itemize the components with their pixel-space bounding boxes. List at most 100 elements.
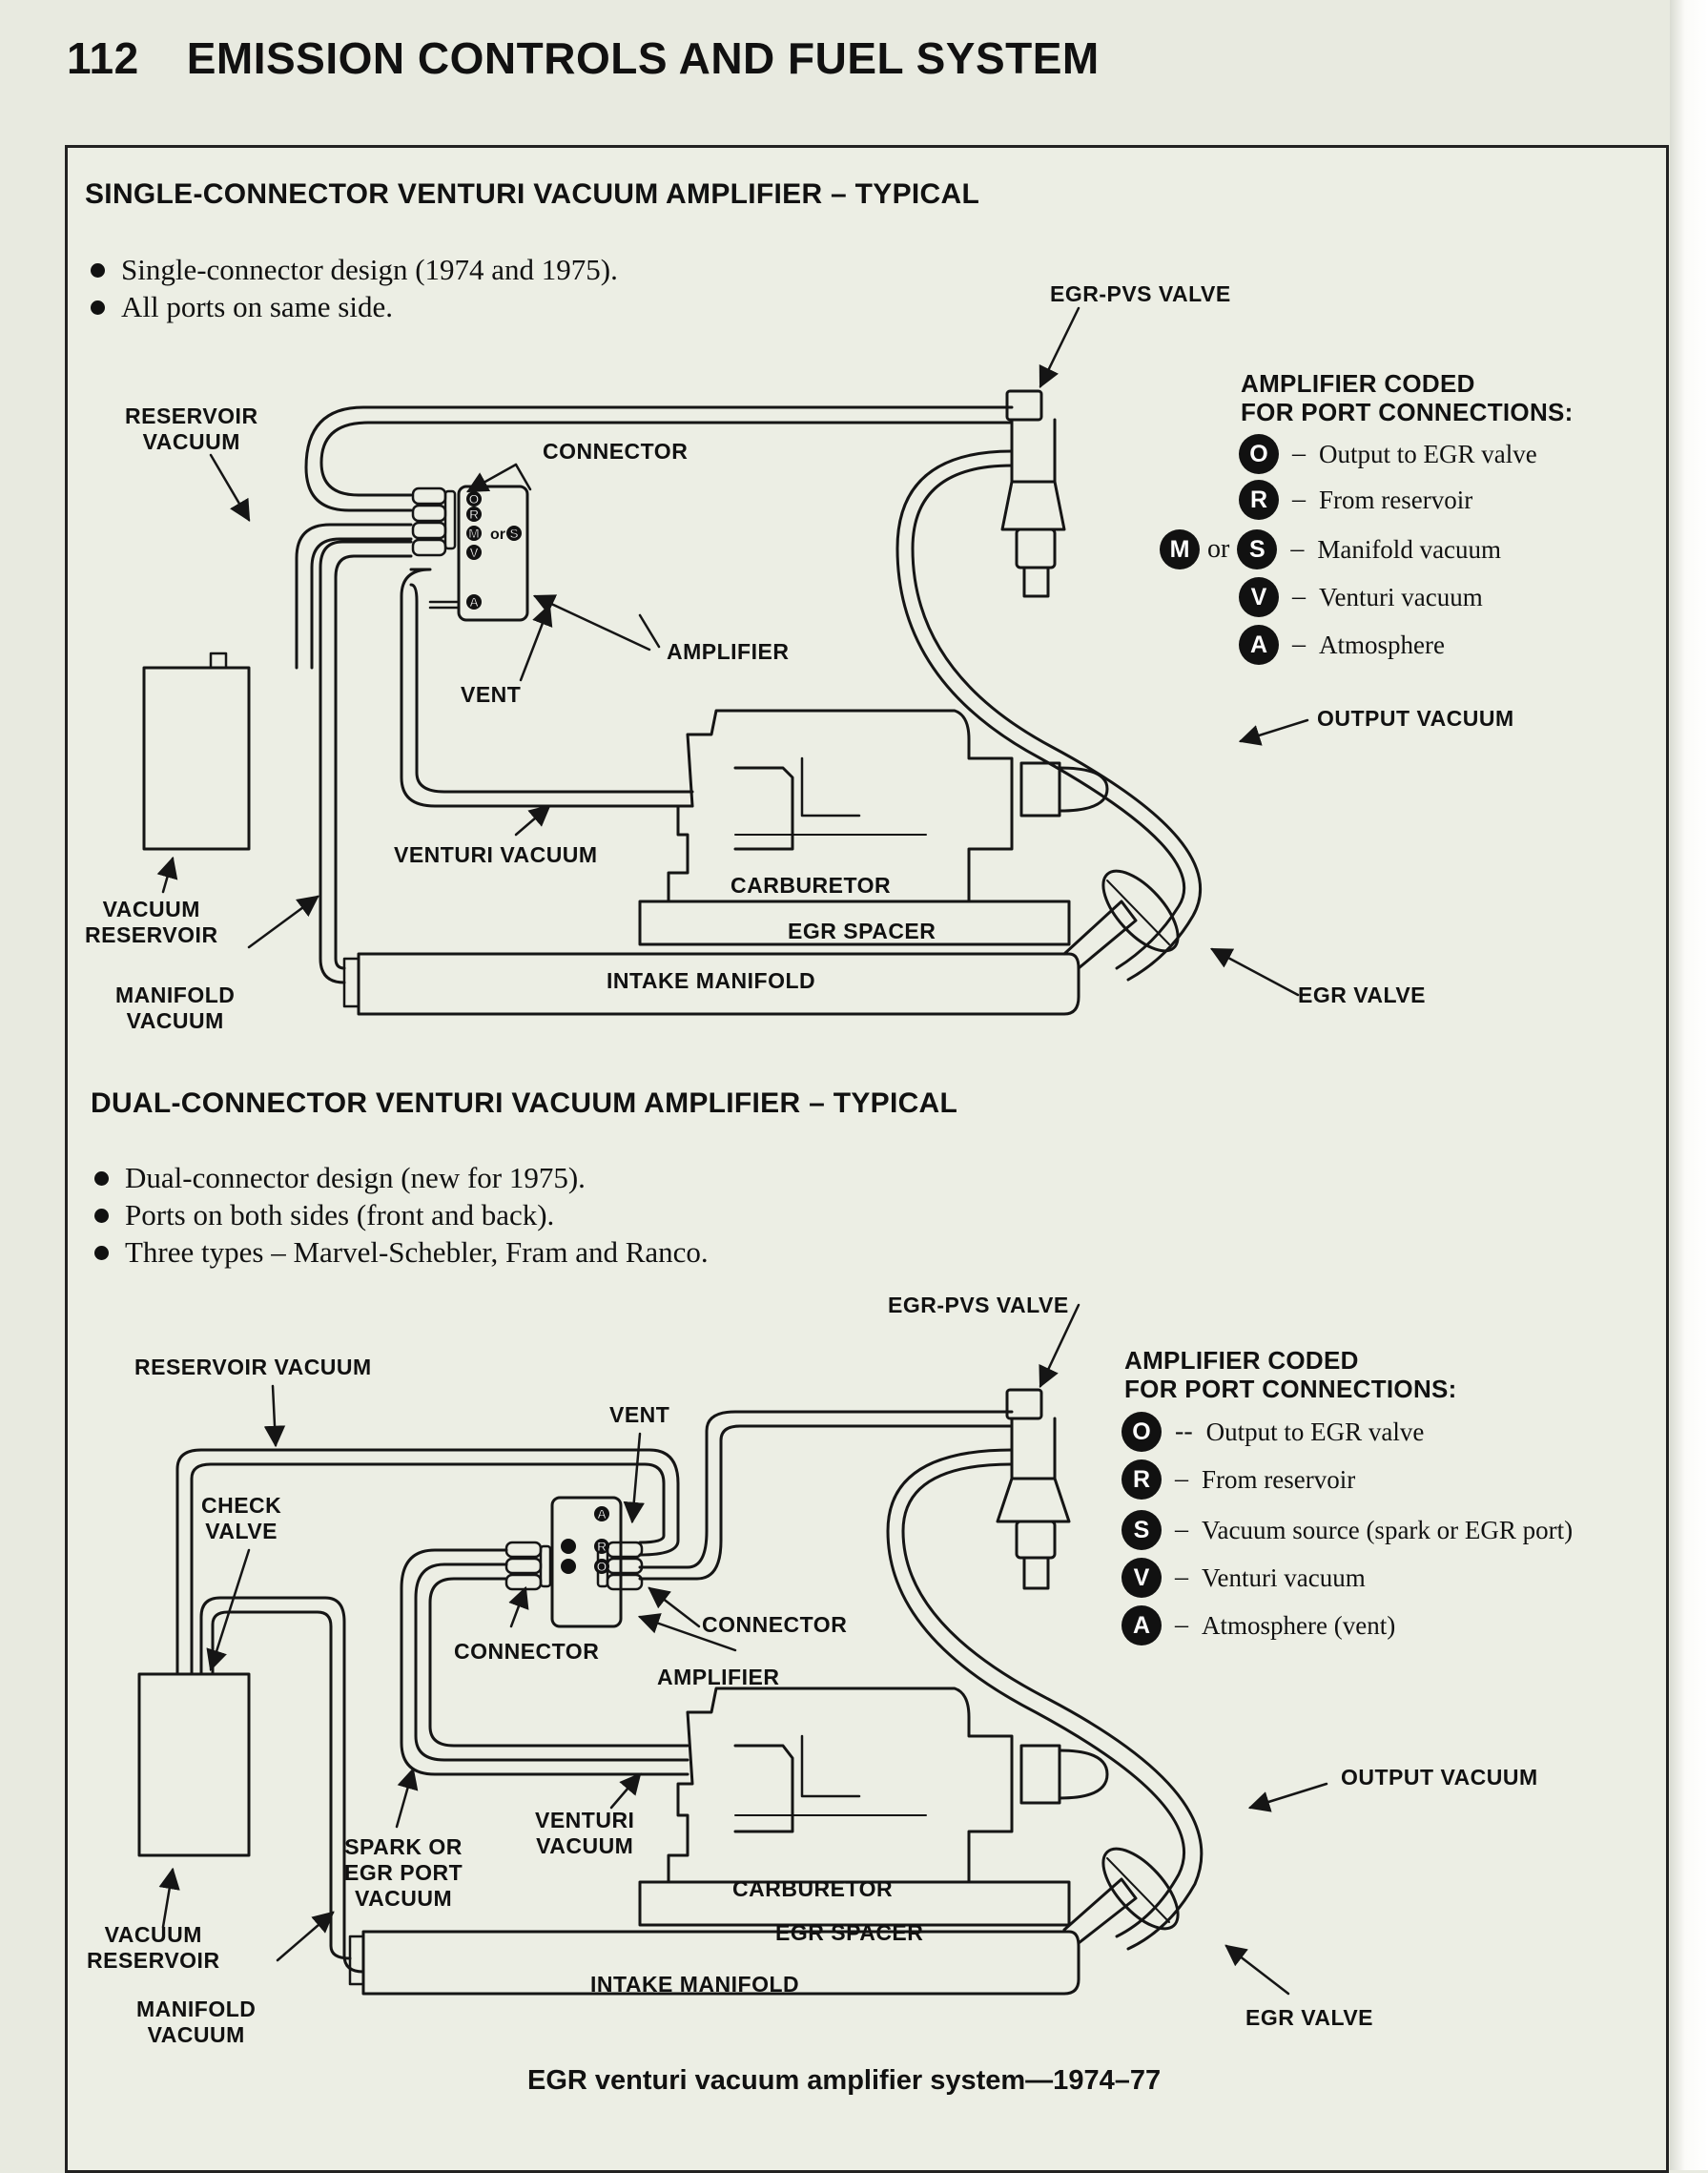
top-label-output-vacuum: OUTPUT VACUUM (1317, 706, 1514, 731)
top-egr-valve (1062, 869, 1180, 970)
page-header: 112 EMISSION CONTROLS AND FUEL SYSTEM (67, 32, 1100, 84)
legend-code-badge: V (1122, 1558, 1162, 1598)
top-connector (411, 486, 457, 557)
chapter-title: EMISSION CONTROLS AND FUEL SYSTEM (186, 33, 1100, 83)
legend-text: Atmosphere (1319, 630, 1445, 659)
legend-code-badge: M (1160, 529, 1200, 569)
bottom-label-egr-valve: EGR VALVE (1245, 2005, 1373, 2030)
top-section-title: SINGLE-CONNECTOR VENTURI VACUUM AMPLIFIE… (85, 178, 980, 210)
top-callouts (156, 306, 1309, 997)
bottom-amplifier-ports (561, 1506, 609, 1574)
top-label-egr-spacer: EGR SPACER (788, 919, 936, 943)
bottom-legend-row-v: V–Venturi vacuum (1122, 1558, 1366, 1598)
bottom-bullet-1: Dual-connector design (new for 1975). (93, 1159, 709, 1196)
legend-text: From reservoir (1202, 1464, 1356, 1494)
bottom-legend-row-o: O -- Output to EGR valve (1122, 1412, 1424, 1452)
top-label-amplifier: AMPLIFIER (667, 639, 790, 664)
bottom-label-connector-left: CONNECTOR (454, 1639, 600, 1664)
top-label-carburetor: CARBURETOR (731, 873, 892, 898)
bottom-label-vacuum-reservoir: VACUUM RESERVOIR (87, 1922, 220, 1973)
bottom-bullets: Dual-connector design (new for 1975). Po… (93, 1159, 709, 1271)
legend-code-badge: S (1237, 529, 1278, 569)
top-air-cleaner (1019, 761, 1109, 817)
top-label-vent: VENT (461, 682, 522, 707)
legend-text: Vacuum source (spark or EGR port) (1202, 1515, 1574, 1544)
amplifier-port-letter: O (469, 491, 480, 507)
bottom-hoses (175, 1410, 1204, 1974)
bottom-diagram (137, 1303, 1328, 1996)
bottom-callouts (158, 1303, 1328, 1996)
legend-text: Atmosphere (vent) (1202, 1610, 1396, 1640)
bottom-label-intake-manifold: INTAKE MANIFOLD (590, 1972, 800, 1997)
bottom-air-cleaner (1019, 1744, 1109, 1805)
bottom-label-egr-pvs-valve: EGR-PVS VALVE (888, 1293, 1069, 1317)
top-bullets: Single-connector design (1974 and 1975).… (89, 251, 618, 325)
amplifier-port-letter: R (597, 1539, 607, 1554)
top-label-intake-manifold: INTAKE MANIFOLD (607, 968, 816, 993)
svg-text:or: or (490, 527, 505, 543)
page-edge (1670, 0, 1708, 2170)
bottom-label-egr-spacer: EGR SPACER (775, 1920, 924, 1945)
page-number: 112 (67, 33, 139, 83)
bottom-section-title: DUAL-CONNECTOR VENTURI VACUUM AMPLIFIER … (91, 1087, 958, 1119)
legend-code-badge: O (1122, 1412, 1162, 1452)
top-label-egr-pvs-valve: EGR-PVS VALVE (1050, 281, 1231, 306)
top-amplifier-ports (466, 491, 522, 610)
legend-text: Venturi vacuum (1319, 582, 1483, 611)
bottom-egr-valve (1062, 1847, 1180, 1945)
legend-code-badge: A (1122, 1605, 1162, 1645)
bottom-label-connector-right: CONNECTOR (702, 1612, 848, 1637)
top-amplifier-body (457, 485, 529, 622)
legend-code-badge: A (1239, 625, 1279, 665)
top-label-reservoir-vacuum: RESERVOIR VACUUM (125, 404, 258, 454)
bottom-amplifier-body (550, 1496, 623, 1628)
figure-panel: or (65, 145, 1669, 2173)
legend-text: From reservoir (1319, 485, 1473, 514)
bottom-egr-spacer (638, 1880, 1071, 1927)
amplifier-port-letter: A (469, 594, 479, 610)
legend-dash: – (1175, 1464, 1188, 1494)
bottom-label-carburetor: CARBURETOR (732, 1876, 894, 1901)
legend-code-badge: O (1239, 434, 1279, 474)
bottom-carburetor (667, 1687, 1014, 1884)
top-vacuum-reservoir (142, 666, 251, 851)
amplifier-port-letter: M (468, 526, 480, 541)
amplifier-port-letter: S (509, 526, 518, 541)
bottom-label-check-valve: CHECK VALVE (201, 1493, 282, 1543)
amplifier-port-letter: A (597, 1506, 607, 1521)
top-egr-pvs-valve (1000, 389, 1066, 598)
top-carburetor (667, 709, 1014, 903)
bottom-legend-row-s: S–Vacuum source (spark or EGR port) (1122, 1510, 1573, 1550)
bottom-intake-manifold (361, 1930, 1080, 1996)
top-intake-manifold (357, 952, 1080, 1016)
top-label-connector: CONNECTOR (543, 439, 689, 464)
bottom-legend-row-a: A–Atmosphere (vent) (1122, 1605, 1395, 1645)
top-bullet-1: Single-connector design (1974 and 1975). (89, 251, 618, 288)
bottom-legend-row-r: R–From reservoir (1122, 1459, 1355, 1500)
top-egr-spacer (638, 900, 1071, 946)
bottom-label-manifold-vacuum: MANIFOLD VACUUM (136, 1997, 257, 2047)
legend-dash: – (1175, 1610, 1188, 1640)
legend-text: Output to EGR valve (1319, 439, 1537, 468)
top-label-egr-valve: EGR VALVE (1298, 983, 1426, 1007)
bottom-label-output-vacuum: OUTPUT VACUUM (1341, 1765, 1538, 1790)
legend-code-badge: V (1239, 577, 1279, 617)
bottom-label-vent: VENT (609, 1402, 670, 1427)
legend-dash: – (1175, 1515, 1188, 1544)
legend-dash: -- (1175, 1417, 1193, 1446)
top-legend-title: AMPLIFIER CODED FOR PORT CONNECTIONS: (1241, 369, 1574, 426)
top-legend-row-a: A–Atmosphere (1239, 625, 1445, 665)
top-label-manifold-vacuum: MANIFOLD VACUUM (115, 983, 236, 1033)
bottom-label-reservoir-vacuum: RESERVOIR VACUUM (134, 1355, 372, 1379)
top-legend-row-v: V–Venturi vacuum (1239, 577, 1483, 617)
top-hoses (295, 405, 1203, 984)
figure-caption: EGR venturi vacuum amplifier system—1974… (527, 2065, 1162, 2096)
amplifier-port-letter: V (469, 545, 479, 560)
legend-or: or (1207, 534, 1230, 564)
amplifier-port-letter: O (597, 1559, 607, 1574)
top-legend-row-o: O–Output to EGR valve (1239, 434, 1537, 474)
legend-text: Output to EGR valve (1205, 1417, 1425, 1446)
legend-code-badge: R (1239, 480, 1279, 520)
top-label-vacuum-reservoir: VACUUM RESERVOIR (85, 897, 218, 947)
